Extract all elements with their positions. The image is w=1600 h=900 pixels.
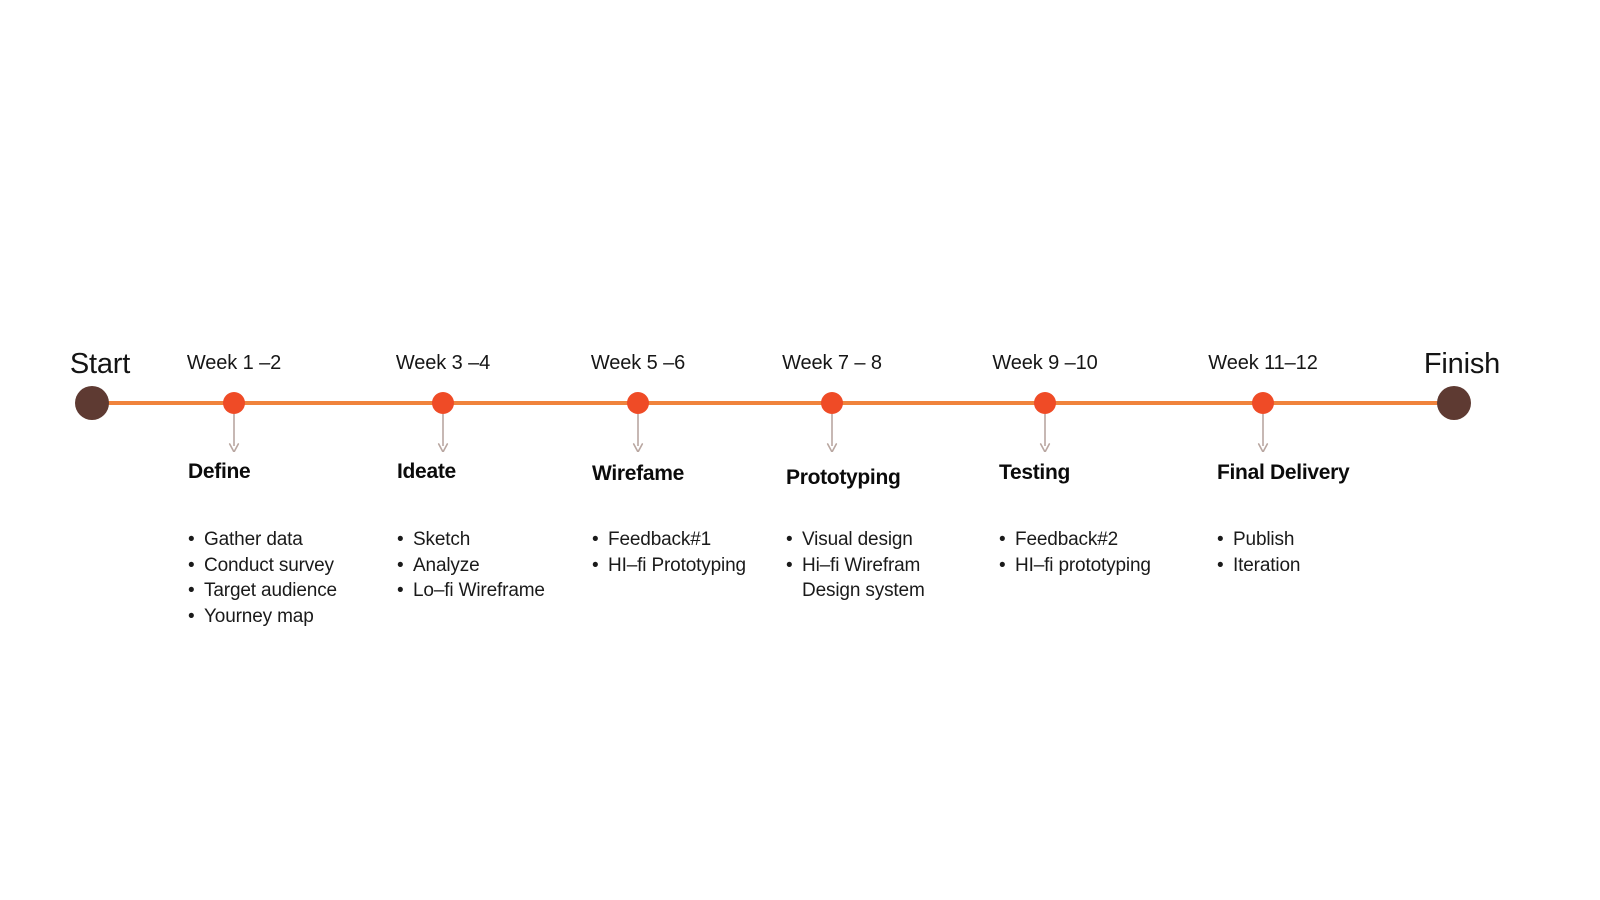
phase-title-prototyping: Prototyping bbox=[786, 466, 901, 489]
milestone-dot-testing[interactable] bbox=[1034, 392, 1056, 414]
phase-testing: Testing bbox=[999, 461, 1070, 485]
week-label-final-delivery: Week 11–12 bbox=[1208, 352, 1318, 374]
drop-arrow-prototyping bbox=[826, 414, 838, 452]
drop-arrow-ideate bbox=[437, 414, 449, 452]
phase-item: Publish bbox=[1217, 527, 1300, 553]
week-label-prototyping: Week 7 – 8 bbox=[782, 352, 882, 374]
phase-item: Design system bbox=[802, 580, 925, 601]
drop-arrow-wirefame bbox=[632, 414, 644, 452]
phase-title-define: Define bbox=[188, 460, 251, 483]
phase-title-ideate: Ideate bbox=[397, 460, 456, 483]
phase-final-delivery: Final Delivery bbox=[1217, 461, 1350, 485]
phase-item: Hi–fi Wirefram bbox=[786, 553, 925, 579]
phase-item: Conduct survey bbox=[188, 553, 337, 579]
phase-item: Analyze bbox=[397, 553, 545, 579]
week-label-define: Week 1 –2 bbox=[186, 352, 282, 374]
phase-title-final-delivery: Final Delivery bbox=[1217, 461, 1350, 484]
drop-arrow-final-delivery bbox=[1257, 414, 1269, 452]
phase-items-define: Gather dataConduct surveyTarget audience… bbox=[188, 527, 337, 629]
milestone-dot-ideate[interactable] bbox=[432, 392, 454, 414]
phase-ideate: Ideate bbox=[397, 460, 456, 484]
phase-item: HI–fi Prototyping bbox=[592, 553, 746, 579]
finish-label: Finish bbox=[1423, 348, 1501, 380]
phase-item: Target audience bbox=[188, 578, 337, 604]
phase-item: Yourney map bbox=[188, 604, 337, 630]
week-label-testing: Week 9 –10 bbox=[992, 352, 1098, 374]
phase-title-testing: Testing bbox=[999, 461, 1071, 484]
milestone-dot-prototyping[interactable] bbox=[821, 392, 843, 414]
drop-arrow-testing bbox=[1039, 414, 1051, 452]
milestone-dot-wirefame[interactable] bbox=[627, 392, 649, 414]
phase-item: Iteration bbox=[1217, 553, 1300, 579]
start-dot bbox=[75, 386, 109, 420]
phase-items-ideate: SketchAnalyzeLo–fi Wireframe bbox=[397, 527, 545, 604]
phase-items-testing: Feedback#2HI–fi prototyping bbox=[999, 527, 1151, 578]
week-label-ideate: Week 3 –4 bbox=[395, 352, 491, 374]
start-label: Start bbox=[69, 348, 131, 380]
drop-arrow-define bbox=[228, 414, 240, 452]
finish-dot bbox=[1437, 386, 1471, 420]
milestone-dot-final-delivery[interactable] bbox=[1252, 392, 1274, 414]
phase-item: Visual design bbox=[786, 527, 925, 553]
phase-item: Gather data bbox=[188, 527, 337, 553]
phase-item: Sketch bbox=[397, 527, 545, 553]
phase-item: Feedback#1 bbox=[592, 527, 746, 553]
phase-wirefame: Wirefame bbox=[592, 462, 684, 486]
phase-prototyping: Prototyping bbox=[786, 466, 901, 490]
week-label-wirefame: Week 5 –6 bbox=[590, 352, 686, 374]
phase-item: HI–fi prototyping bbox=[999, 553, 1151, 579]
milestone-dot-define[interactable] bbox=[223, 392, 245, 414]
phase-item: Lo–fi Wireframe bbox=[397, 578, 545, 604]
timeline-rail bbox=[92, 401, 1454, 405]
phase-define: Define bbox=[188, 460, 251, 484]
phase-item: Feedback#2 bbox=[999, 527, 1151, 553]
phase-title-wirefame: Wirefame bbox=[592, 462, 684, 485]
phase-items-wirefame: Feedback#1HI–fi Prototyping bbox=[592, 527, 746, 578]
phase-items-final-delivery: PublishIteration bbox=[1217, 527, 1300, 578]
